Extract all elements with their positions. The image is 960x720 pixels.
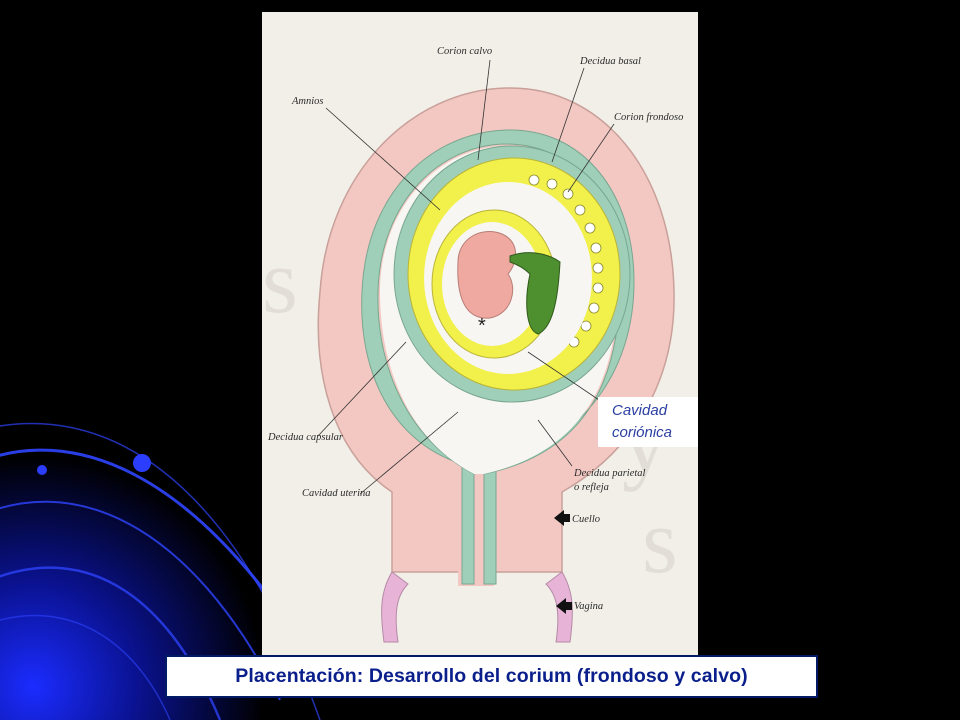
slide-caption: Placentación: Desarrollo del corium (fro… [235, 665, 748, 687]
label-decidua-basal: Decidua basal [579, 56, 641, 67]
label-decidua-capsular: Decidua capsular [267, 432, 344, 443]
label-cavidad-uterina: Cavidad uterina [302, 488, 371, 499]
dot-decoration [37, 465, 47, 475]
asterisk-marker: * [478, 315, 486, 337]
vagina-arrow-icon [556, 598, 572, 614]
cuello-arrow-icon [554, 510, 570, 526]
uterus-diagram: s e y s [262, 46, 683, 643]
label-amnios: Amnios [291, 96, 324, 107]
caption-box: Placentación: Desarrollo del corium (fro… [165, 655, 818, 698]
embryo [457, 231, 516, 319]
decidua-layer [361, 129, 635, 585]
svg-text:s: s [642, 490, 678, 592]
label-cuello: Cuello [572, 514, 600, 525]
leader-lines [317, 59, 615, 495]
label-decidua-parietal: Decidua parietal [573, 468, 646, 479]
callout-line-2: coriónica [612, 424, 673, 441]
label-vagina: Vagina [574, 601, 603, 612]
label-decidua-parietal-2: o refleja [574, 482, 609, 493]
vagina [381, 571, 573, 643]
label-corion-frondoso: Corion frondoso [614, 112, 683, 123]
callout-line-1: Cavidad [612, 402, 668, 419]
chorionic-villi [528, 174, 604, 348]
svg-text:s: s [262, 230, 298, 332]
chorionic-cavity-callout: Cavidad coriónica [598, 397, 698, 447]
label-corion-calvo: Corion calvo [437, 46, 492, 57]
yolk-stalk [509, 252, 561, 335]
dot-decoration [133, 454, 151, 472]
diagram-figure: s e y s [262, 12, 698, 656]
